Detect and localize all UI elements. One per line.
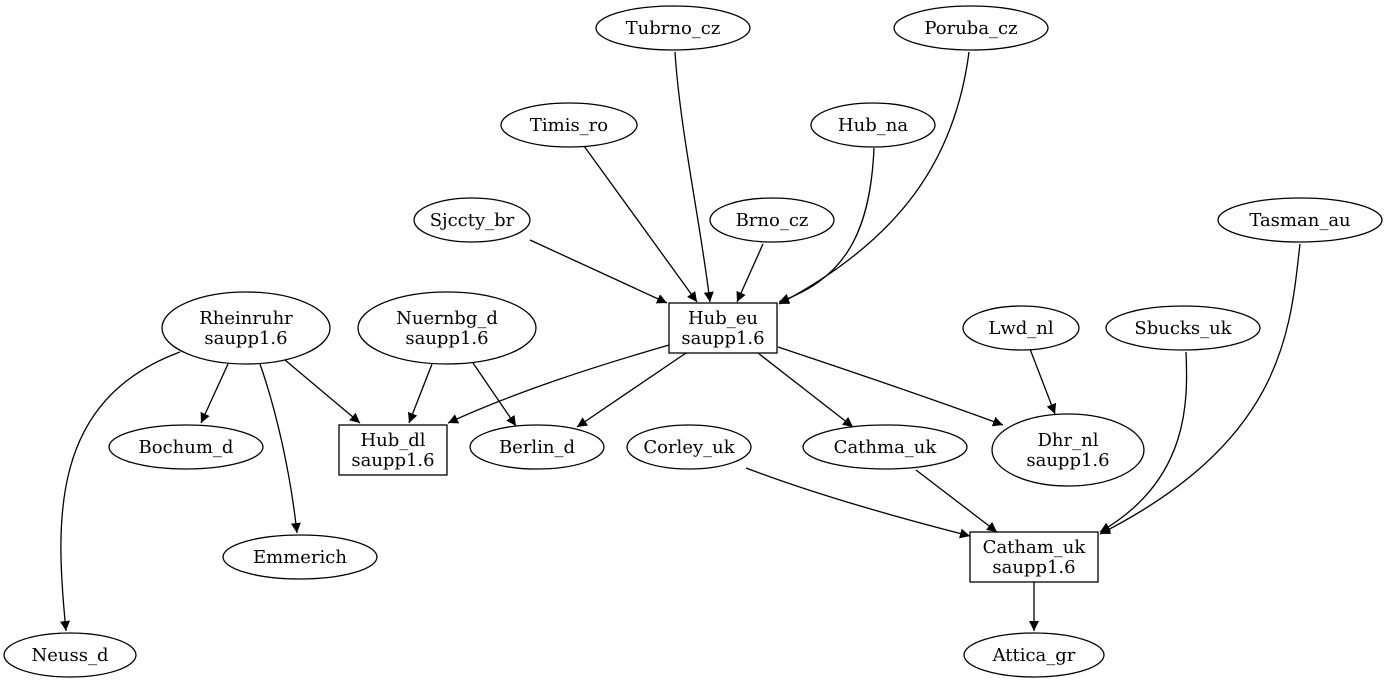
node-cathma[interactable]: Cathma_uk xyxy=(802,424,968,470)
node-ellipse xyxy=(626,424,752,470)
node-label: Attica_gr xyxy=(992,645,1076,666)
node-label: Berlin_d xyxy=(499,437,575,458)
node-label: saupp1.6 xyxy=(405,328,488,349)
node-ellipse xyxy=(413,197,531,243)
node-label: Poruba_cz xyxy=(924,18,1017,39)
node-sjccty[interactable]: Sjccty_br xyxy=(413,197,531,243)
node-label: Corley_uk xyxy=(643,437,735,458)
node-label: Nuernbg_d xyxy=(396,308,498,329)
edge-corley-to-catham xyxy=(745,467,971,539)
edge-nuernbg-to-berlin xyxy=(472,362,517,427)
node-corley[interactable]: Corley_uk xyxy=(626,424,752,470)
edge-nuernbg-to-hubdl xyxy=(407,363,433,424)
node-ellipse xyxy=(357,291,537,365)
node-label: saupp1.6 xyxy=(351,450,434,471)
node-ellipse xyxy=(161,291,331,365)
node-ellipse xyxy=(3,632,137,678)
node-label: Tasman_au xyxy=(1249,210,1350,231)
edge-hubeu-to-hubdl xyxy=(447,344,670,424)
node-timis[interactable]: Timis_ro xyxy=(500,102,638,148)
edge-rheinruhr-to-emmerich xyxy=(259,363,301,534)
node-label: Timis_ro xyxy=(530,115,608,136)
edge-timis-to-hubeu xyxy=(583,145,698,303)
node-label: Tubrno_cz xyxy=(626,18,721,39)
edge-tubrno-to-hubeu xyxy=(674,51,714,303)
node-label: Catham_uk xyxy=(983,537,1087,558)
edge-tasman-to-catham xyxy=(1099,243,1301,535)
node-lwd[interactable]: Lwd_nl xyxy=(962,305,1080,351)
node-label: Brno_cz xyxy=(736,210,809,231)
edge-cathma-to-catham xyxy=(915,469,998,533)
node-label: Rheinruhr xyxy=(199,308,293,329)
node-ellipse xyxy=(469,424,605,470)
node-ellipse xyxy=(963,632,1105,678)
node-neuss[interactable]: Neuss_d xyxy=(3,632,137,678)
node-box xyxy=(668,302,778,354)
node-label: saupp1.6 xyxy=(204,328,287,349)
node-label: Lwd_nl xyxy=(988,318,1053,339)
node-box xyxy=(969,531,1099,583)
node-brno[interactable]: Brno_cz xyxy=(709,197,835,243)
node-label: saupp1.6 xyxy=(1026,450,1109,471)
node-tubrno[interactable]: Tubrno_cz xyxy=(595,5,751,51)
node-label: Sjccty_br xyxy=(430,210,515,231)
node-ellipse xyxy=(802,424,968,470)
edge-lwd-to-dhr xyxy=(1029,348,1057,415)
edge-poruba-to-hubeu xyxy=(778,51,970,305)
node-label: Hub_na xyxy=(838,115,908,136)
node-label: Bochum_d xyxy=(139,437,234,458)
node-ellipse xyxy=(962,305,1080,351)
node-label: Cathma_uk xyxy=(834,437,938,458)
node-label: Hub_eu xyxy=(688,308,758,329)
node-attica[interactable]: Attica_gr xyxy=(963,632,1105,678)
edge-rheinruhr-to-hubdl xyxy=(284,359,361,424)
node-ellipse xyxy=(1105,305,1261,351)
node-box xyxy=(338,424,448,476)
node-ellipse xyxy=(595,5,751,51)
node-ellipse xyxy=(991,413,1145,487)
edge-sbucks-to-catham xyxy=(1099,351,1188,533)
node-ellipse xyxy=(893,5,1049,51)
node-ellipse xyxy=(1217,197,1383,243)
node-ellipse xyxy=(810,102,936,148)
node-poruba[interactable]: Poruba_cz xyxy=(893,5,1049,51)
node-label: Sbucks_uk xyxy=(1134,318,1232,339)
node-ellipse xyxy=(500,102,638,148)
edge-sjccty-to-hubeu xyxy=(529,239,668,304)
edge-hubeu-to-berlin xyxy=(576,352,687,428)
node-berlin[interactable]: Berlin_d xyxy=(469,424,605,470)
edges xyxy=(60,51,1301,632)
edge-brno-to-hubeu xyxy=(736,243,764,303)
node-ellipse xyxy=(108,424,264,470)
node-ellipse xyxy=(709,197,835,243)
node-label: saupp1.6 xyxy=(992,557,1075,578)
node-label: Neuss_d xyxy=(32,645,109,666)
node-label: saupp1.6 xyxy=(681,328,764,349)
edge-rheinruhr-to-neuss xyxy=(60,351,181,632)
edge-rheinruhr-to-bochum xyxy=(200,363,229,424)
edge-hubeu-to-cathma xyxy=(757,352,854,428)
node-emmerich[interactable]: Emmerich xyxy=(222,534,378,580)
edge-hubeu-to-dhr xyxy=(777,346,1004,427)
node-label: Dhr_nl xyxy=(1038,430,1099,451)
node-bochum[interactable]: Bochum_d xyxy=(108,424,264,470)
node-label: Hub_dl xyxy=(360,430,425,451)
node-sbucks[interactable]: Sbucks_uk xyxy=(1105,305,1261,351)
node-tasman[interactable]: Tasman_au xyxy=(1217,197,1383,243)
node-hubna[interactable]: Hub_na xyxy=(810,102,936,148)
node-label: Emmerich xyxy=(253,547,347,568)
node-ellipse xyxy=(222,534,378,580)
